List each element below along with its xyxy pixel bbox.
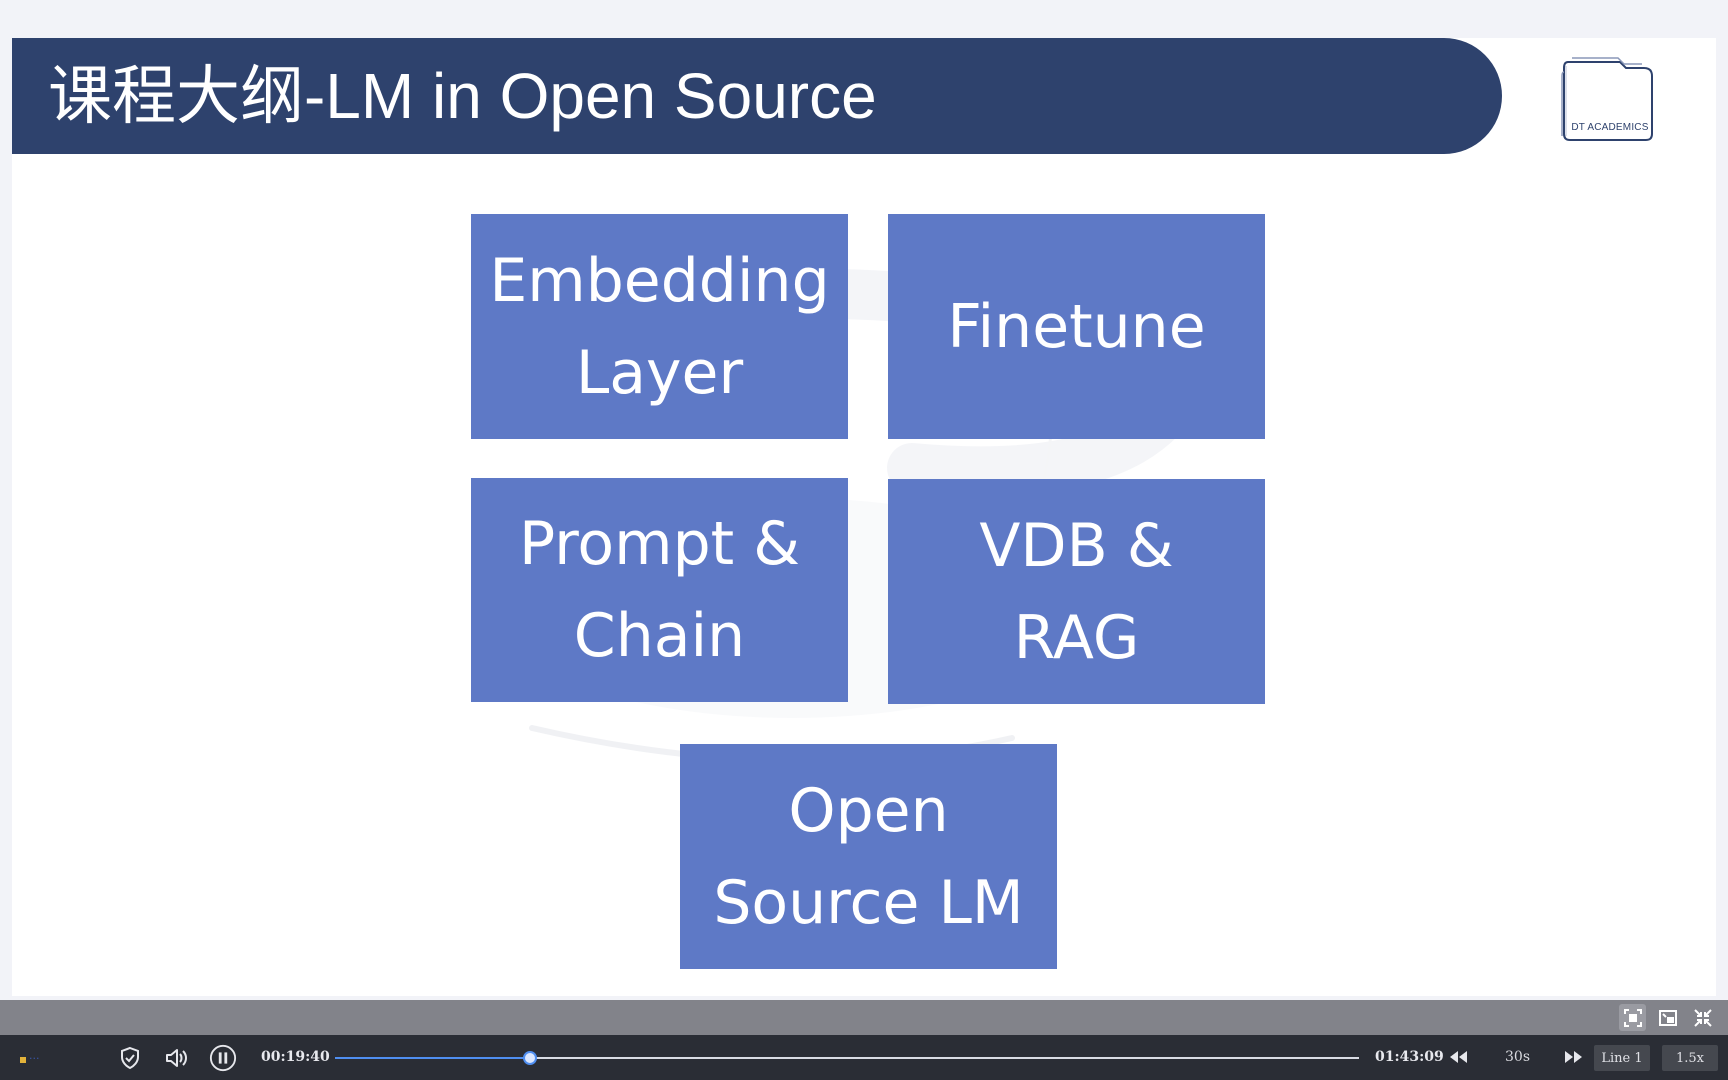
box-open-line-2: Source LM <box>713 867 1024 938</box>
brand-logo: ... <box>20 1049 86 1065</box>
dt-academics-logo: DT ACADEMICS <box>1560 56 1660 146</box>
title-banner: 课程大纲-LM in Open Source <box>12 38 1502 154</box>
slide: 课程大纲-LM in Open Source DT ACADEMICS Embe… <box>12 38 1716 996</box>
slide-title: 课程大纲-LM in Open Source <box>48 60 877 132</box>
box-prompt-line-1: Prompt & <box>518 509 801 579</box>
box-vdb-line-2: RAG <box>1013 602 1140 673</box>
player-control-bar: ... 00:19:40 01:43:09 30s Line 1 1.5x <box>0 1035 1728 1080</box>
current-time: 00:19:40 <box>261 1049 330 1065</box>
box-prompt-line-2: Chain <box>573 601 746 671</box>
box-finetune: Finetune <box>888 214 1265 439</box>
logo-text: DT ACADEMICS <box>1571 122 1649 133</box>
screenshot-icon[interactable] <box>1619 1004 1646 1031</box>
fast-forward-icon[interactable] <box>1560 1043 1588 1071</box>
pip-icon[interactable] <box>1654 1004 1681 1031</box>
progress-fill <box>335 1057 530 1059</box>
box-embedding-line-1: Embedding <box>489 245 830 316</box>
total-time: 01:43:09 <box>1375 1049 1444 1065</box>
box-vdb-rag: VDB & RAG <box>888 479 1265 704</box>
speed-selector[interactable]: 1.5x <box>1662 1045 1718 1071</box>
line-selector[interactable]: Line 1 <box>1594 1045 1650 1071</box>
pause-button[interactable] <box>209 1044 237 1072</box>
fullscreen-exit-icon[interactable] <box>1689 1004 1716 1031</box>
player-upper-bar <box>0 1000 1728 1035</box>
skip-seconds[interactable]: 30s <box>1505 1049 1530 1065</box>
volume-icon[interactable] <box>162 1044 190 1072</box>
box-open-line-1: Open <box>788 775 949 846</box>
brand-text: ... <box>29 1049 40 1062</box>
rewind-icon[interactable] <box>1444 1043 1472 1071</box>
shield-icon[interactable] <box>116 1044 144 1072</box>
box-prompt-chain: Prompt & Chain <box>471 478 848 702</box>
progress-track[interactable] <box>335 1051 1359 1065</box>
progress-thumb[interactable] <box>522 1051 537 1065</box>
box-finetune-line-1: Finetune <box>947 291 1206 362</box>
box-vdb-line-1: VDB & <box>979 510 1174 581</box>
box-embedding-line-2: Layer <box>575 337 744 408</box>
